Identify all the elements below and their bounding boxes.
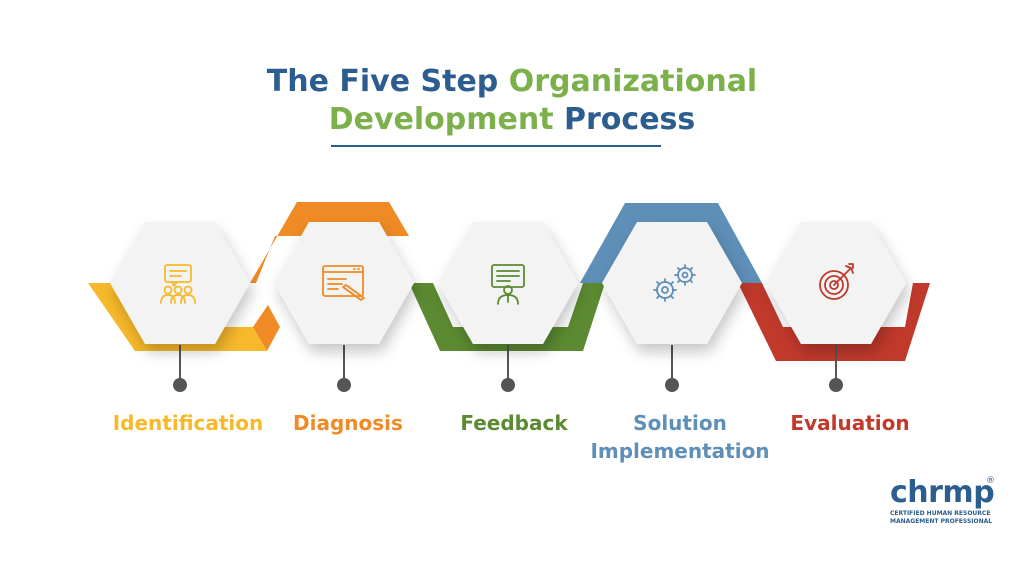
- brand-name: chrmp: [890, 475, 995, 510]
- browser-edit-icon: [322, 265, 365, 301]
- ribbon-solution: [580, 203, 762, 283]
- connector-dot-1: [173, 378, 187, 392]
- title-line-2: Development Process: [0, 101, 1024, 139]
- hexagon-1: [110, 222, 250, 344]
- hexagons: [110, 222, 906, 344]
- step-label-evaluation: Evaluation: [790, 411, 910, 435]
- title-part-2: Organizational: [508, 64, 758, 99]
- title-part-4: Process: [564, 102, 696, 137]
- connector-dot-2: [337, 378, 351, 392]
- connector-dot-5: [829, 378, 843, 392]
- title-part-1: The Five Step: [266, 64, 509, 99]
- brand-logo: chrmp ® CERTIFIED HUMAN RESOURCE MANAGEM…: [872, 476, 1000, 526]
- brand-registered-mark: ®: [986, 476, 995, 486]
- title-part-3: Development: [328, 102, 565, 137]
- connector-dot-3: [501, 378, 515, 392]
- connector-dot-4: [665, 378, 679, 392]
- ribbon-evaluation: [738, 283, 930, 361]
- ribbon-feedback: [409, 283, 605, 351]
- ribbon-identification: [88, 283, 267, 351]
- presentation-team-icon: [160, 264, 196, 304]
- ribbon-diagnosis-link: [253, 305, 280, 351]
- step-label-solution-line2: Implementation: [590, 439, 770, 463]
- step-label-diagnosis: Diagnosis: [293, 411, 403, 435]
- title-line-1: The Five Step Organizational: [0, 63, 1024, 101]
- hexagon-2: [274, 222, 414, 344]
- hexagon-3: [438, 222, 578, 344]
- presenter-board-icon: [491, 264, 525, 305]
- connector-dots: [173, 378, 843, 392]
- title-underline: [331, 145, 661, 147]
- step-label-solution-implementation: Solution Implementation: [580, 409, 780, 465]
- connectors: [179, 345, 837, 384]
- brand-tagline-1: CERTIFIED HUMAN RESOURCE: [890, 510, 991, 517]
- brand-tagline-2: MANAGEMENT PROFESSIONAL: [890, 518, 993, 525]
- gears-icon: [653, 264, 696, 302]
- target-arrow-icon: [819, 263, 854, 300]
- step-label-identification: Identification: [112, 411, 264, 435]
- step-label-solution-line1: Solution: [633, 411, 727, 435]
- step-label-feedback: Feedback: [460, 411, 568, 435]
